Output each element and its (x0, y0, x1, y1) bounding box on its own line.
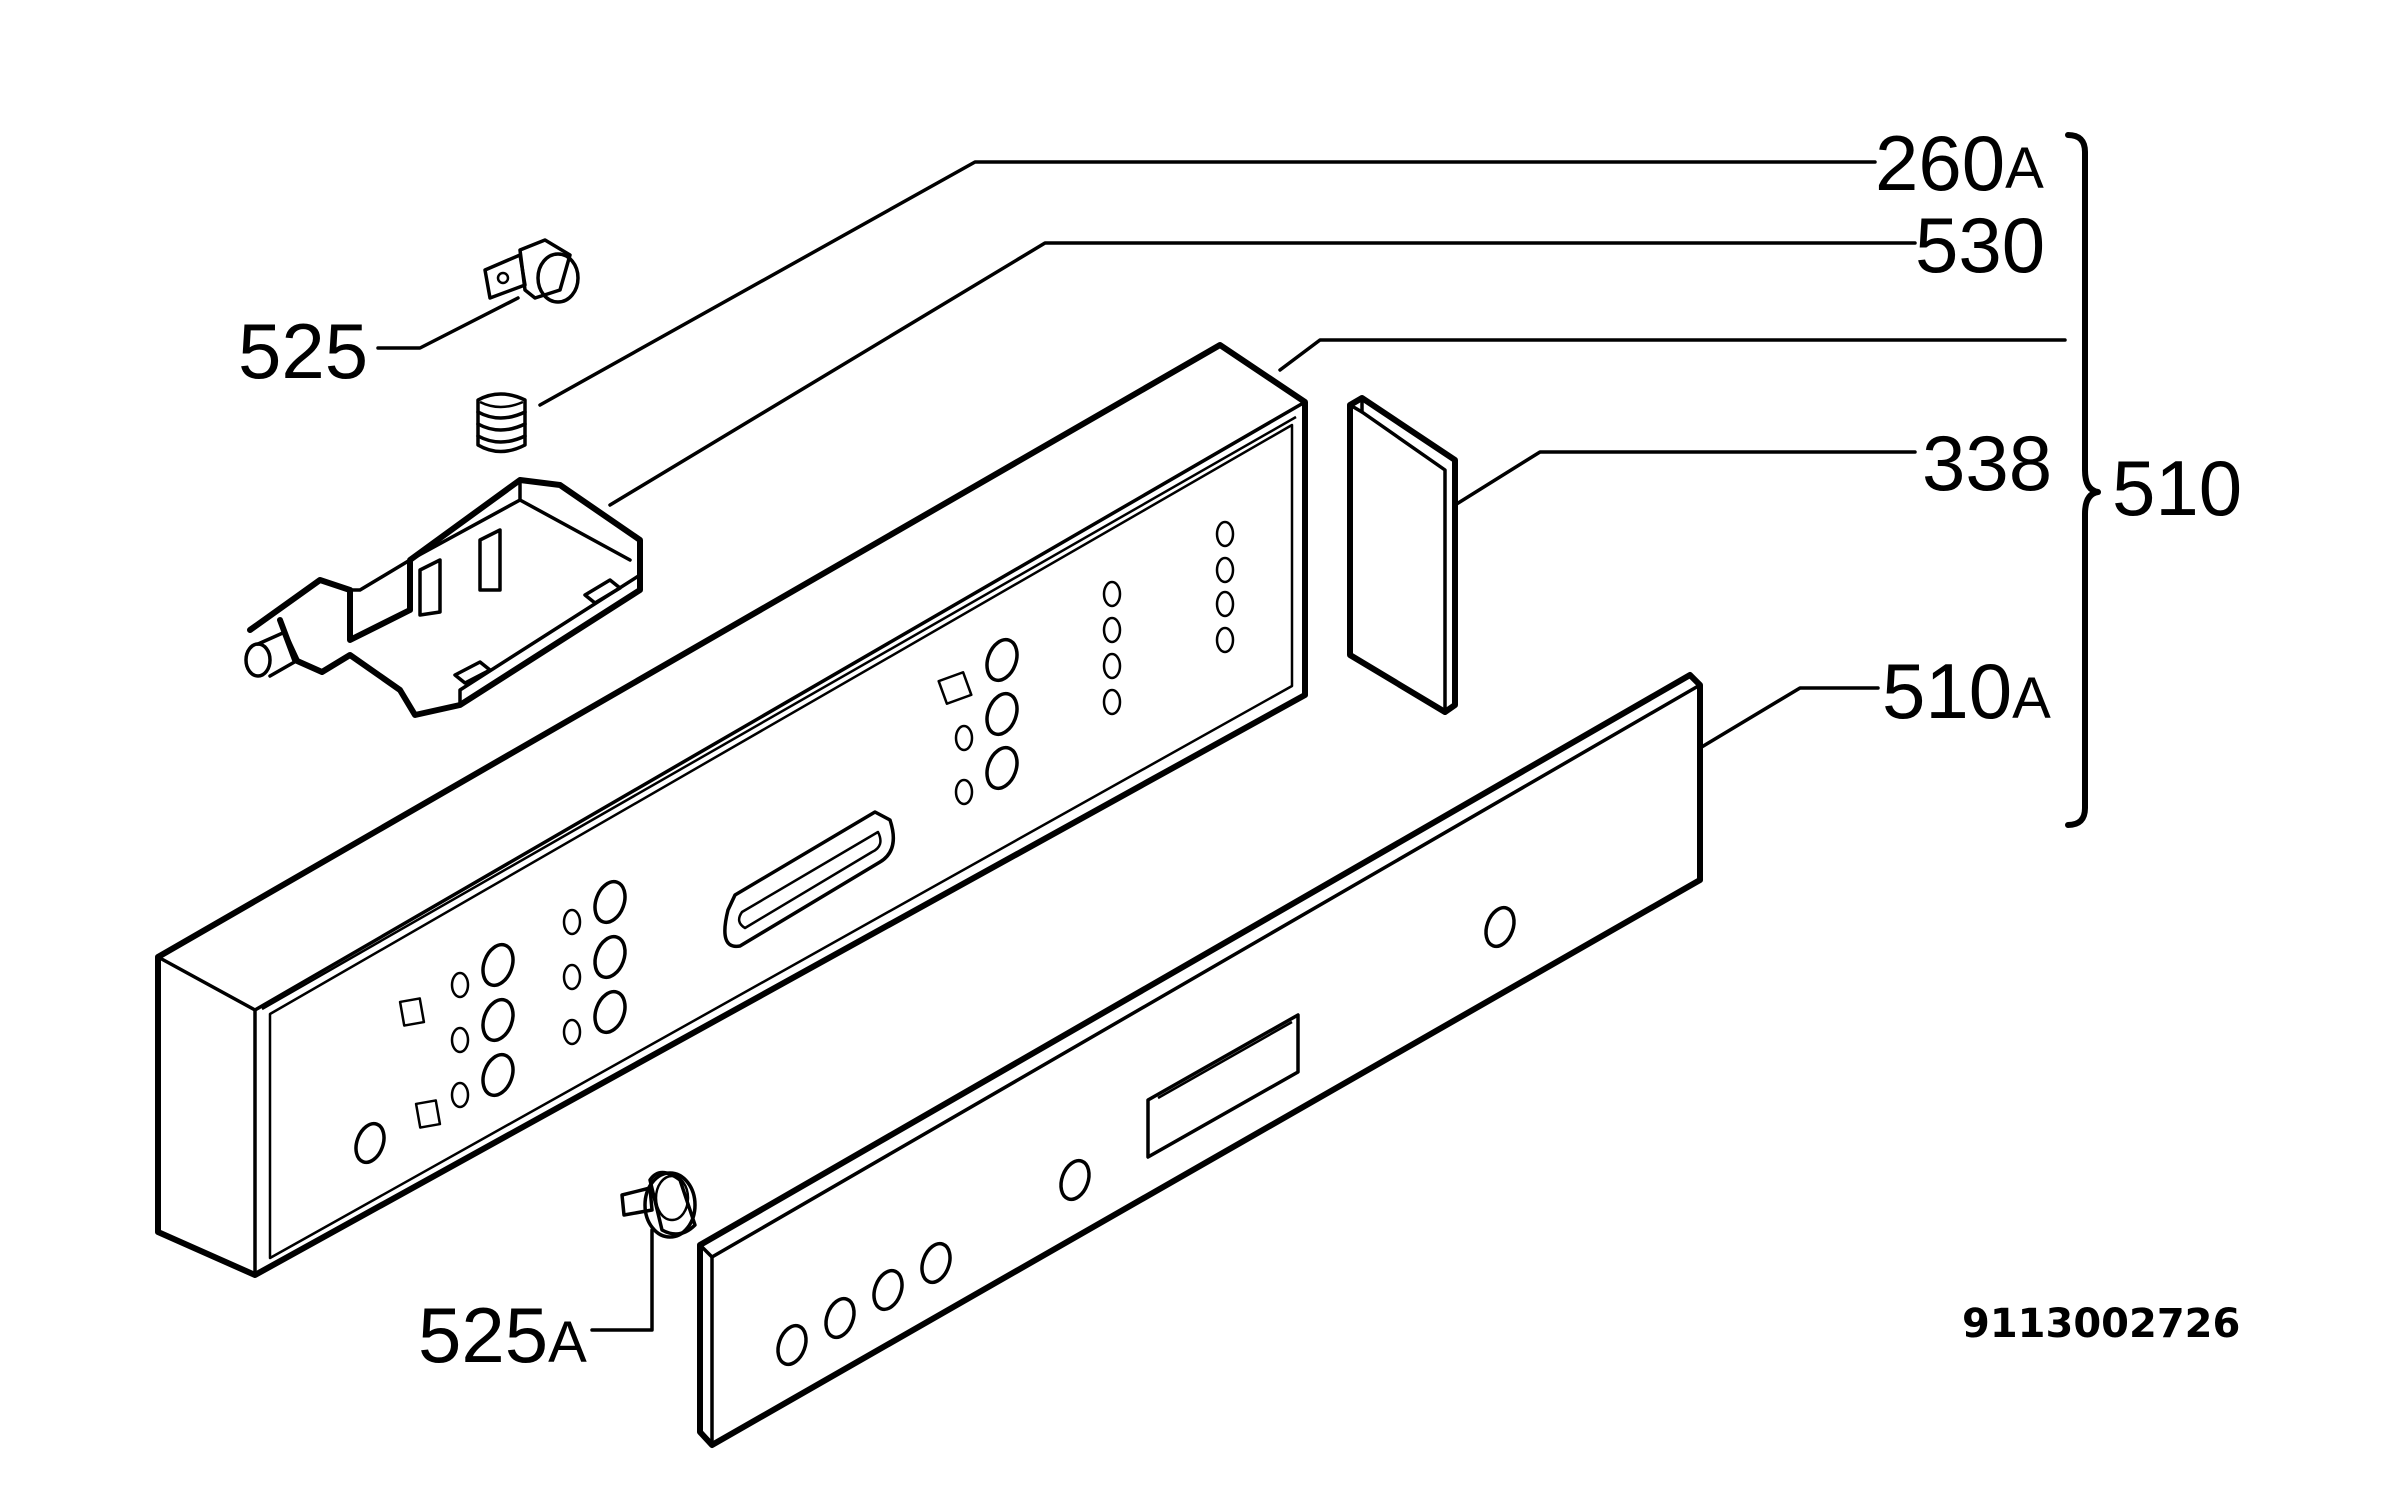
label-510: 510 (2112, 444, 2242, 532)
label-510a: 510A (1882, 647, 2051, 735)
front-fascia-panel (697, 672, 1703, 1448)
knob-525 (483, 238, 580, 304)
end-cap-gasket (1347, 395, 1458, 715)
label-260a: 260A (1875, 119, 2044, 207)
group-brace (2065, 132, 2101, 828)
switch-bracket (244, 477, 643, 718)
panel-buttons-left (354, 879, 627, 1165)
drawing-code: 9113002726 (1962, 1301, 2240, 1347)
label-525: 525 (238, 307, 368, 395)
leader-lines (376, 160, 2067, 1332)
label-530: 530 (1915, 201, 2045, 289)
knob-525a (620, 1170, 697, 1239)
label-338: 338 (1922, 419, 2052, 507)
spring-part (476, 392, 527, 454)
control-panel-housing (155, 342, 1308, 1278)
panel-buttons-right (937, 520, 1235, 806)
label-525a: 525A (418, 1291, 587, 1379)
